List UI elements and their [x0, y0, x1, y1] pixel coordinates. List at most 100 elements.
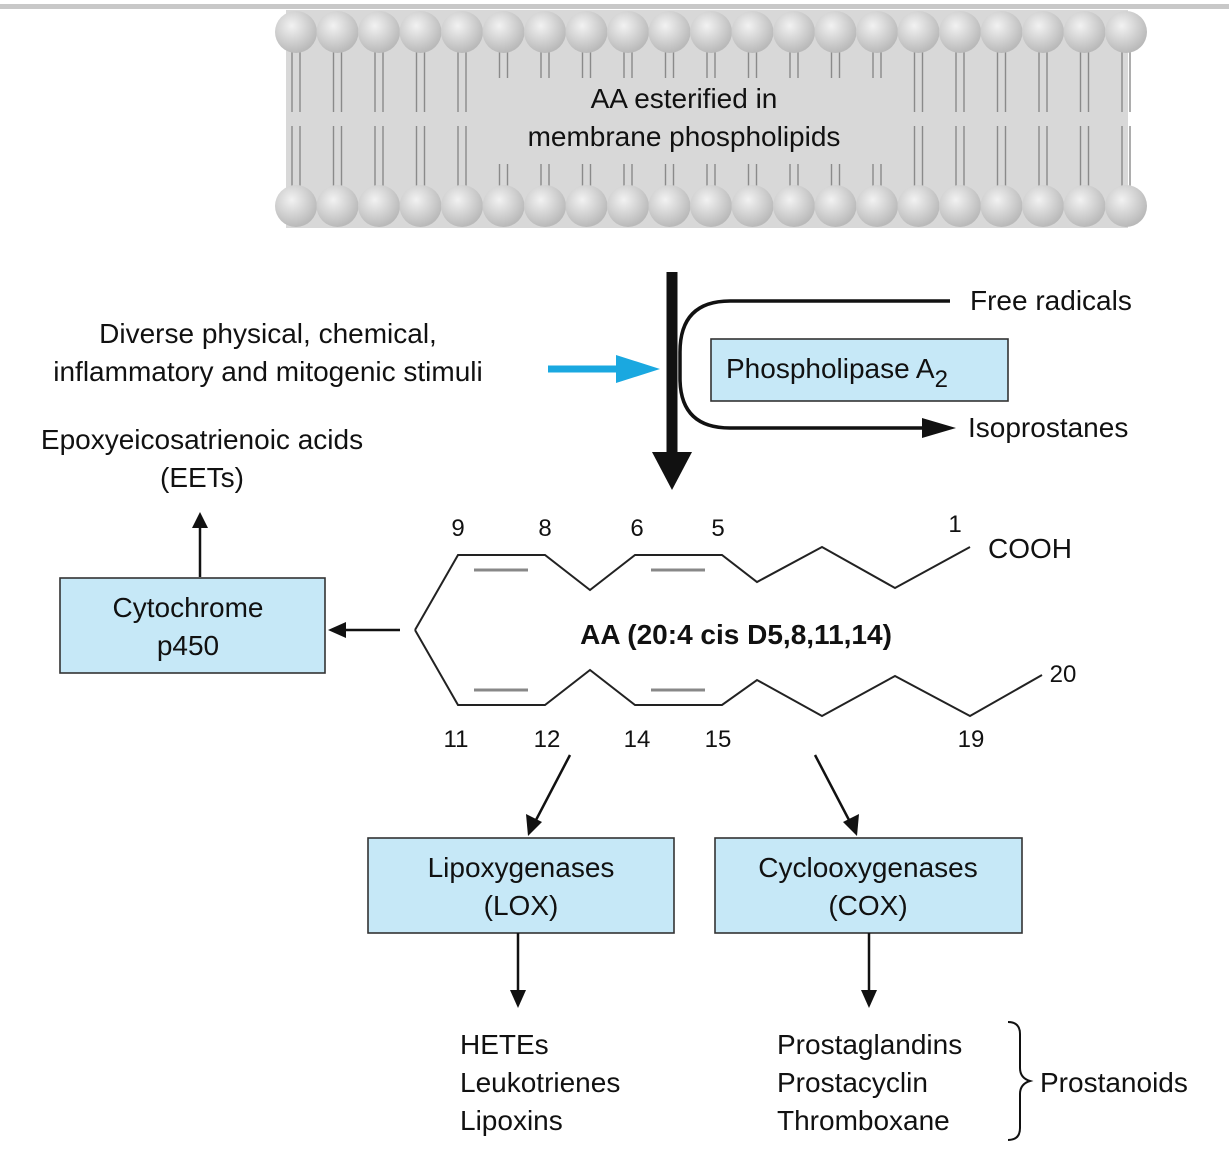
lox-box: [367, 837, 675, 934]
lipid-head: [524, 11, 566, 53]
aa-to-cytochrome-arrow-head: [328, 622, 346, 638]
main-down-arrow-head: [652, 452, 692, 490]
isoprostanes-label: Isoprostanes: [968, 412, 1128, 443]
lipid-head: [773, 185, 815, 227]
aa-to-lox-arrow-head: [526, 814, 542, 836]
aa-molecule-structure: [414, 545, 1043, 718]
phospholipase-text: Phospholipase A: [726, 353, 935, 384]
membrane-bilayer: AA esterified in membrane phospholipids: [275, 10, 1147, 228]
top-border: [0, 4, 1229, 9]
phospholipase-box: [710, 338, 1009, 402]
lipid-head: [939, 185, 981, 227]
lipid-head: [897, 185, 940, 227]
lipid-head: [814, 11, 857, 53]
lipid-head: [1105, 11, 1147, 53]
carbon-label-6: 6: [630, 515, 643, 542]
lox-product-2: Lipoxins: [460, 1105, 563, 1136]
carbon-label-11: 11: [444, 726, 469, 753]
phospholipase-subscript: 2: [935, 366, 948, 393]
lox-product-0: HETEs: [460, 1029, 549, 1060]
lipid-head: [980, 11, 1023, 53]
cytochrome-label-line1: Cytochrome: [113, 592, 264, 623]
lipid-head: [482, 11, 525, 53]
eets-label-line1: Epoxyeicosatrienoic acids: [41, 424, 363, 455]
membrane-label-line2: membrane phospholipids: [528, 121, 841, 152]
cox-label-line1: Cyclooxygenases: [758, 852, 977, 883]
prostanoids-brace: [1007, 1021, 1034, 1141]
lipid-head: [897, 11, 940, 53]
lipid-head: [648, 11, 691, 53]
lipid-head: [1022, 11, 1064, 53]
lox-label-line2: (LOX): [484, 890, 559, 921]
lipid-head: [441, 185, 483, 227]
lipid-head: [482, 185, 525, 227]
cox-product-1: Prostacyclin: [777, 1067, 928, 1098]
stimuli-label-line2: inflammatory and mitogenic stimuli: [53, 356, 483, 387]
cytochrome-to-eets-arrow-head: [192, 512, 208, 528]
lipid-head: [524, 185, 566, 227]
lox-to-products-arrow-head: [510, 990, 526, 1008]
lipid-head: [316, 185, 359, 227]
lipid-tails: [291, 52, 1131, 186]
carbon-label-20: 20: [1050, 661, 1077, 688]
phospholipase-label: Phospholipase A2: [726, 353, 948, 393]
carbon-label-8: 8: [538, 515, 551, 542]
free-radical-bracket: [678, 299, 950, 430]
lipid-head: [773, 11, 815, 53]
membrane-label-line1: AA esterified in: [591, 83, 778, 114]
lipid-head: [607, 185, 649, 227]
aa-to-lox-arrow: [534, 754, 572, 821]
stimuli-arrow-head: [616, 355, 660, 383]
eets-label-line2: (EETs): [160, 462, 244, 493]
lipid-head: [980, 185, 1023, 227]
aa-to-cox-arrow-head: [843, 814, 859, 836]
lipid-head: [731, 185, 774, 227]
lipid-head: [814, 185, 857, 227]
cytochrome-label-line2: p450: [157, 630, 219, 661]
lipid-head: [358, 11, 400, 53]
aa-upper-chain: [414, 545, 971, 631]
lipid-head: [856, 185, 898, 227]
carbon-label-5: 5: [711, 515, 724, 542]
lipid-head: [1063, 11, 1106, 53]
carbon-label-14: 14: [624, 726, 651, 753]
membrane-label-bg: [472, 78, 898, 164]
lipid-heads: [275, 11, 1147, 227]
cox-to-products-arrow-head: [861, 990, 877, 1008]
lipid-head: [856, 11, 898, 53]
carbon-label-1: 1: [948, 511, 961, 538]
lipid-head: [607, 11, 649, 53]
lipid-head: [1105, 185, 1147, 227]
aa-name-label: AA (20:4 cis D5,8,11,14): [580, 619, 892, 650]
lox-product-1: Leukotrienes: [460, 1067, 620, 1098]
free-radicals-label: Free radicals: [970, 285, 1132, 316]
aa-lower-chain: [414, 629, 1043, 718]
carbon-label-12: 12: [534, 726, 561, 753]
cox-product-2: Thromboxane: [777, 1105, 950, 1136]
carbon-label-9: 9: [451, 515, 464, 542]
lipid-head: [1022, 185, 1064, 227]
stimuli-label-line1: Diverse physical, chemical,: [99, 318, 437, 349]
lipid-head: [399, 185, 442, 227]
lipid-head: [565, 11, 608, 53]
cytochrome-box: [59, 577, 326, 674]
lipid-head: [441, 11, 483, 53]
lipid-head: [316, 11, 359, 53]
isoprostanes-arrow-head: [922, 418, 956, 438]
cox-label-line2: (COX): [828, 890, 907, 921]
lipid-head: [1063, 185, 1106, 227]
carbon-label-15: 15: [705, 726, 732, 753]
lipid-head: [731, 11, 774, 53]
lipid-head: [939, 11, 981, 53]
lipid-head: [565, 185, 608, 227]
cooh-label: COOH: [988, 533, 1072, 564]
lipid-head: [399, 11, 442, 53]
prostanoids-label: Prostanoids: [1040, 1067, 1188, 1098]
cox-box: [714, 837, 1023, 934]
lipid-head: [690, 185, 732, 227]
lipid-head: [275, 11, 317, 53]
lipid-head: [275, 185, 317, 227]
lipid-head: [690, 11, 732, 53]
carbon-label-19: 19: [958, 726, 985, 753]
